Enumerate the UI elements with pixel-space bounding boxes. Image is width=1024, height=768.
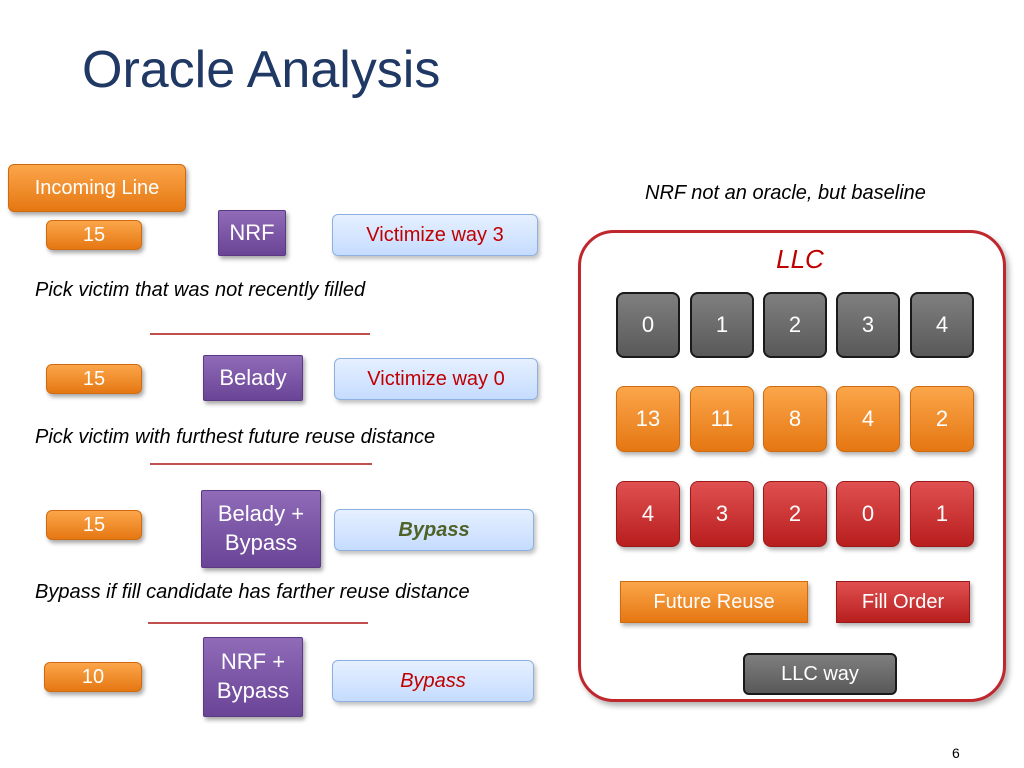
action-victimize-way-3: Victimize way 3: [332, 214, 538, 256]
divider-1: [150, 333, 370, 335]
cell-text: 0: [641, 312, 655, 337]
llc-way-cell: 3: [836, 292, 900, 358]
policy-nrf: NRF: [218, 210, 286, 256]
fill-order-cell: 0: [836, 481, 900, 547]
llc-way-cell: 2: [763, 292, 827, 358]
policy-nrf-bypass: NRF + Bypass: [203, 637, 303, 717]
policy-label: Belady: [219, 364, 287, 390]
page-number: 6: [952, 745, 960, 761]
policy-label-line2: Bypass: [216, 678, 290, 703]
fill-order-cell: 1: [910, 481, 974, 547]
cell-text: 3: [861, 312, 875, 337]
cell-text: 4: [861, 406, 875, 431]
cell-text: 4: [641, 501, 655, 526]
fill-order-cell: 3: [690, 481, 754, 547]
legend-fill-order: Fill Order: [836, 581, 970, 623]
llc-way-cell: 0: [616, 292, 680, 358]
cell-text: 2: [935, 406, 949, 431]
legend-future-reuse: Future Reuse: [620, 581, 808, 623]
policy-label-line2: Bypass: [224, 530, 298, 555]
cell-text: 13: [635, 406, 661, 431]
legend-label: LLC way: [781, 662, 859, 685]
policy-label-line1: NRF +: [220, 649, 286, 675]
llc-title: LLC: [776, 244, 824, 274]
incoming-value-text: 15: [82, 368, 106, 390]
incoming-value-text: 10: [81, 666, 105, 688]
caption-row3: Bypass if fill candidate has farther reu…: [35, 581, 470, 603]
fill-order-cell: 4: [616, 481, 680, 547]
legend-llc-way: LLC way: [743, 653, 897, 695]
incoming-value-text: 15: [82, 514, 106, 536]
cell-text: 2: [788, 501, 802, 526]
cell-text: 11: [710, 406, 734, 431]
cell-text: 1: [935, 501, 949, 526]
future-reuse-cell: 4: [836, 386, 900, 452]
incoming-value-row2: 15: [46, 364, 142, 394]
caption-row2: Pick victim with furthest future reuse d…: [35, 426, 436, 448]
llc-way-cell: 4: [910, 292, 974, 358]
incoming-value-row4: 10: [44, 662, 142, 692]
caption-row1: Pick victim that was not recently filled: [35, 279, 366, 301]
action-victimize-way-0: Victimize way 0: [334, 358, 538, 400]
nrf-note: NRF not an oracle, but baseline: [645, 182, 926, 204]
incoming-line-label: Incoming Line: [8, 164, 186, 212]
policy-label: NRF: [229, 219, 275, 245]
incoming-value-text: 15: [82, 224, 106, 246]
action-label: Bypass: [398, 519, 470, 541]
cell-text: 8: [788, 406, 802, 431]
future-reuse-cell: 2: [910, 386, 974, 452]
incoming-line-text: Incoming Line: [34, 177, 160, 199]
policy-belady: Belady: [203, 355, 303, 401]
future-reuse-cell: 13: [616, 386, 680, 452]
policy-belady-bypass: Belady + Bypass: [201, 490, 321, 568]
action-label: Victimize way 3: [366, 224, 504, 246]
legend-label: Future Reuse: [653, 590, 775, 613]
page-title: Oracle Analysis: [82, 41, 441, 99]
action-label: Bypass: [400, 670, 466, 692]
legend-label: Fill Order: [861, 590, 945, 613]
divider-2: [150, 463, 372, 465]
cell-text: 0: [861, 501, 875, 526]
policy-label-line1: Belady +: [217, 501, 305, 527]
future-reuse-cell: 8: [763, 386, 827, 452]
future-reuse-cell: 11: [690, 386, 754, 452]
incoming-value-row1: 15: [46, 220, 142, 250]
cell-text: 1: [715, 312, 729, 337]
cell-text: 2: [788, 312, 802, 337]
action-label: Victimize way 0: [367, 368, 505, 390]
cell-text: 3: [715, 501, 729, 526]
cell-text: 4: [935, 312, 949, 337]
action-bypass-row4: Bypass: [332, 660, 534, 702]
action-bypass-row3: Bypass: [334, 509, 534, 551]
fill-order-cell: 2: [763, 481, 827, 547]
incoming-value-row3: 15: [46, 510, 142, 540]
divider-3: [148, 622, 368, 624]
llc-way-cell: 1: [690, 292, 754, 358]
